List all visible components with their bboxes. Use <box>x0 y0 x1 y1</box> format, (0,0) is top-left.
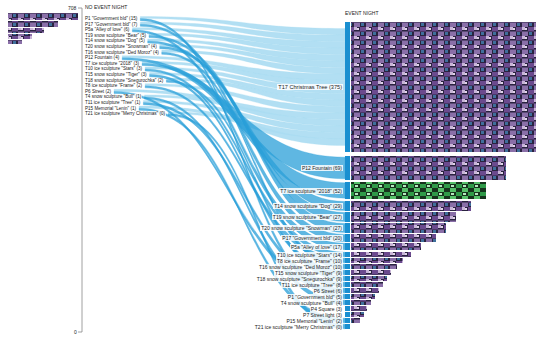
group-heading: NO EVENT NIGHT <box>85 4 127 10</box>
node-label: T16 snow sculpture "Ded Moroz" (4) <box>84 50 160 55</box>
node-label: P5a "Alley of love" (6) <box>84 27 130 32</box>
node-label: T21 ice sculpture "Merry Christmas" (0) <box>254 324 343 330</box>
node-label: T21 ice sculpture "Merry Christmas" (0) <box>84 111 166 116</box>
target-node: T14 snow sculpture "Dog" (29) <box>200 201 350 211</box>
node-label: T8 ice sculpture "Frame" (2) <box>84 83 143 88</box>
node-label: T14 snow sculpture "Dog" (5) <box>84 38 146 43</box>
target-node: T21 ice sculpture "Merry Christmas" (0) <box>200 324 350 329</box>
node-label: P12 Fountain (4) <box>84 55 120 60</box>
target-node: P1 "Government bld" (5) <box>200 294 350 299</box>
node-label: P15 Memorial "Lenin" (1) <box>84 106 137 111</box>
source-node: P1 "Government bld" (15) <box>84 16 139 21</box>
source-node: T21 ice sculpture "Merry Christmas" (0) <box>84 111 167 116</box>
target-node: P12 Fountain (69) <box>200 156 350 180</box>
flow-band <box>140 24 345 241</box>
flow-band <box>145 69 345 257</box>
target-node: T16 snow sculpture "Ded Moroz" (10) <box>200 264 350 269</box>
node-label: T20 snow sculpture "Snowman" (27) <box>260 225 343 231</box>
flow-band <box>132 30 345 250</box>
node-label: P17 "Government bld" (7) <box>84 22 138 27</box>
target-node: P7 Street light (3) <box>200 312 350 317</box>
node-label: T19 snow sculpture "Bear" (27) <box>272 214 343 220</box>
source-node: T15 snow sculpture "Tiger" (3) <box>84 72 149 77</box>
target-node: T19 snow sculpture "Bear" (27) <box>200 212 350 222</box>
source-node: T11 ice sculpture "Tree" (1) <box>84 100 142 105</box>
source-node: P12 Fountain (4) <box>84 55 121 60</box>
node-label: T20 snow sculpture "Snowman" (4) <box>84 44 158 49</box>
flow-band <box>143 103 345 287</box>
target-node: T7 ice sculpture "2018" (52) <box>200 182 350 199</box>
target-node: P15 Memorial "Lenin" (2) <box>200 318 350 323</box>
flow-band <box>150 75 345 275</box>
axis-value: 708 <box>68 5 76 11</box>
source-node: T14 snow sculpture "Dog" (5) <box>84 38 147 43</box>
source-node: T10 ice sculpture "Stars" (3) <box>84 66 144 71</box>
node-label: T18 snow sculpture "Snegurochka" (2) <box>84 78 164 83</box>
node-label: P12 Fountain (69) <box>301 165 343 171</box>
flow-band <box>139 108 345 323</box>
target-node: T20 snow sculpture "Snowman" (27) <box>200 223 350 233</box>
node-label: T4 snow sculpture "Bull" (1) <box>84 94 142 99</box>
group-heading: EVENT NIGHT <box>345 10 379 16</box>
target-node: T18 snow sculpture "Snegurochka" (9) <box>200 276 350 281</box>
node-label: T15 snow sculpture "Tiger" (3) <box>84 72 148 77</box>
flow-band <box>145 86 345 263</box>
node-label: P5a "Alley of love" (17) <box>290 244 343 250</box>
node-label: T17 Christmas Tree (375) <box>277 84 343 90</box>
source-node: P15 Memorial "Lenin" (1) <box>84 106 138 111</box>
source-node: T4 snow sculpture "Bull" (1) <box>84 94 143 99</box>
source-node: P17 "Government bld" (7) <box>84 22 139 27</box>
node-label: T14 snow sculpture "Dog" (29) <box>273 203 343 209</box>
target-node: T15 snow sculpture "Tiger" (9) <box>200 270 350 275</box>
flow-band <box>166 80 345 281</box>
source-node: P5a "Alley of love" (6) <box>84 27 131 32</box>
source-node: T18 snow sculpture "Snegurochka" (2) <box>84 78 165 83</box>
node-label: P1 "Government bld" (15) <box>84 16 138 21</box>
target-node: P4 Square (3) <box>200 306 350 311</box>
axis-value: 0 <box>74 329 77 335</box>
target-node: P5a "Alley of love" (17) <box>200 243 350 250</box>
target-node: T4 snow sculpture "Bull" (4) <box>200 300 350 305</box>
node-label: T10 ice sculpture "Stars" (3) <box>84 66 143 71</box>
flow-band <box>114 91 345 292</box>
flow-band <box>142 63 345 198</box>
source-node: T16 snow sculpture "Ded Moroz" (4) <box>84 50 161 55</box>
target-node: P17 "Government bld" (20) <box>200 234 350 242</box>
target-node: T8 ice sculpture "Frame" (10) <box>200 258 350 263</box>
source-node: T8 ice sculpture "Frame" (2) <box>84 83 144 88</box>
source-node: T20 snow sculpture "Snowman" (4) <box>84 44 159 49</box>
node-label: T7 ice sculpture "2018" (52) <box>279 188 343 194</box>
node-label: T11 ice sculpture "Tree" (1) <box>84 100 141 105</box>
node-label: P17 "Government bld" (20) <box>281 235 343 241</box>
target-node: P6 Street (6) <box>200 288 350 293</box>
target-node: T11 ice sculpture "Tree" (8) <box>200 282 350 287</box>
target-node: T10 ice sculpture "Stars" (14) <box>200 252 350 257</box>
flow-band <box>168 114 345 329</box>
target-node: T17 Christmas Tree (375) <box>200 22 350 152</box>
